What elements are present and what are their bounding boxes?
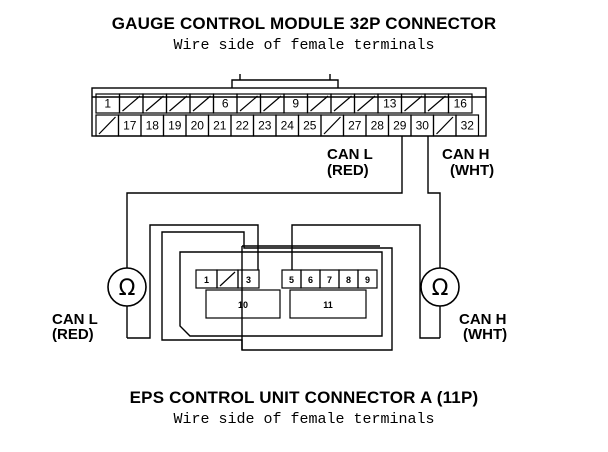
top-row2-pin-cell: 19 xyxy=(162,114,187,137)
top-row2-pin-cell: 27 xyxy=(342,114,367,137)
bottom-row1-pin-number: 7 xyxy=(327,275,332,285)
top-row2-pin-number: 32 xyxy=(461,119,475,133)
bottom-connector-pins: 1 3 5 6 7 8 9 10 11 xyxy=(195,269,378,319)
top-row1-pin-number: 9 xyxy=(292,97,299,111)
bottom-connector-subtitle: Wire side of female terminals xyxy=(173,411,435,428)
bottom-row1-pin-number: 9 xyxy=(365,275,370,285)
ohm-symbol: Ω xyxy=(432,276,449,301)
top-row2-pin-cell: 23 xyxy=(252,114,277,137)
top-row2-pin-cell xyxy=(432,114,457,137)
top-row2-pin-number: 28 xyxy=(371,119,385,133)
top-row2-pin-number: 24 xyxy=(281,119,295,133)
top-row2-pin-cell xyxy=(95,114,120,137)
bottom-row2-pin-number: 11 xyxy=(323,300,333,310)
top-row2-pin-number: 19 xyxy=(168,119,182,133)
top-row2-pin-cell: 32 xyxy=(455,114,480,137)
bottom-row2-pin-cell: 11 xyxy=(289,289,367,319)
wire-can-h xyxy=(427,136,441,268)
top-connector-title: GAUGE CONTROL MODULE 32P CONNECTOR xyxy=(111,14,497,33)
top-row2-pin-cell: 18 xyxy=(140,114,165,137)
top-row2-pin-cell: 30 xyxy=(410,114,435,137)
bottom-row1-pin-number: 8 xyxy=(346,275,351,285)
top-row2-pin-cell: 25 xyxy=(297,114,322,137)
top-row2-pin-cell: 20 xyxy=(185,114,210,137)
ohm-meter-right-icon: Ω xyxy=(420,267,460,307)
ohm-meter-left-icon: Ω xyxy=(107,267,147,307)
top-row2-pin-cell: 29 xyxy=(387,114,412,137)
bottom-row1-pin-cell: 3 xyxy=(237,269,260,289)
bottom-row2-pin-cell: 10 xyxy=(205,289,281,319)
top-row1-pin-number: 6 xyxy=(222,97,229,111)
wire-eps-can-h xyxy=(291,224,440,339)
can-h-right-color: (WHT) xyxy=(463,326,508,343)
bottom-row1-pin-cell xyxy=(216,269,239,289)
top-row2-pin-cell: 17 xyxy=(117,114,142,137)
top-row2-pin-cell: 28 xyxy=(365,114,390,137)
bottom-row1-pin-number: 1 xyxy=(204,275,209,285)
top-row2-pin-number: 29 xyxy=(393,119,407,133)
top-row2-pin-number: 18 xyxy=(146,119,160,133)
wire-can-l xyxy=(126,136,403,268)
top-connector-latch xyxy=(231,74,339,88)
top-row2-pin-number: 27 xyxy=(348,119,362,133)
top-row2-pin-cell xyxy=(320,114,345,137)
bottom-row1-pin-number: 6 xyxy=(308,275,313,285)
bottom-row1-pin-number: 3 xyxy=(246,275,251,285)
can-l-top-color: (RED) xyxy=(327,162,369,179)
bottom-row1-pin-cell: 6 xyxy=(300,269,321,289)
top-row2-pin-cell: 22 xyxy=(230,114,255,137)
bottom-row1-pin-cell: 9 xyxy=(357,269,378,289)
bottom-row1-pin-cell: 1 xyxy=(195,269,218,289)
bottom-connector-title: EPS CONTROL UNIT CONNECTOR A (11P) xyxy=(129,388,479,407)
can-l-top-label: CAN L xyxy=(327,146,373,163)
bottom-row2-pin-number: 10 xyxy=(238,300,248,310)
ohm-symbol: Ω xyxy=(119,276,136,301)
top-row1-pin-cell: 16 xyxy=(447,93,473,114)
bottom-row1-pin-number: 5 xyxy=(289,275,294,285)
top-row1-pin-number: 16 xyxy=(454,97,468,111)
top-row2-pin-cell: 21 xyxy=(207,114,232,137)
bottom-row1-pin-cell: 7 xyxy=(319,269,340,289)
top-row2-pin-number: 17 xyxy=(123,119,137,133)
top-row2-pin-number: 30 xyxy=(416,119,430,133)
top-row2-pin-number: 21 xyxy=(213,119,227,133)
top-row2-pin-number: 25 xyxy=(303,119,317,133)
top-row2-pin-number: 22 xyxy=(236,119,250,133)
can-l-left-color: (RED) xyxy=(52,326,94,343)
top-row2-pin-cell: 24 xyxy=(275,114,300,137)
can-h-top-label: CAN H xyxy=(442,146,490,163)
can-h-right-label: CAN H xyxy=(459,311,507,328)
top-row2-pin-number: 23 xyxy=(258,119,272,133)
top-row1-pin-number: 1 xyxy=(104,97,111,111)
top-connector-subtitle: Wire side of female terminals xyxy=(173,37,435,54)
bottom-connector-shell xyxy=(161,231,393,351)
bottom-row1-pin-cell: 5 xyxy=(281,269,302,289)
can-l-left-label: CAN L xyxy=(52,311,98,328)
top-row1-pin-number: 13 xyxy=(383,97,397,111)
can-h-top-color: (WHT) xyxy=(450,162,495,179)
top-row2-pin-number: 20 xyxy=(191,119,205,133)
wire-eps-can-l xyxy=(127,224,259,339)
bottom-row1-pin-cell: 8 xyxy=(338,269,359,289)
